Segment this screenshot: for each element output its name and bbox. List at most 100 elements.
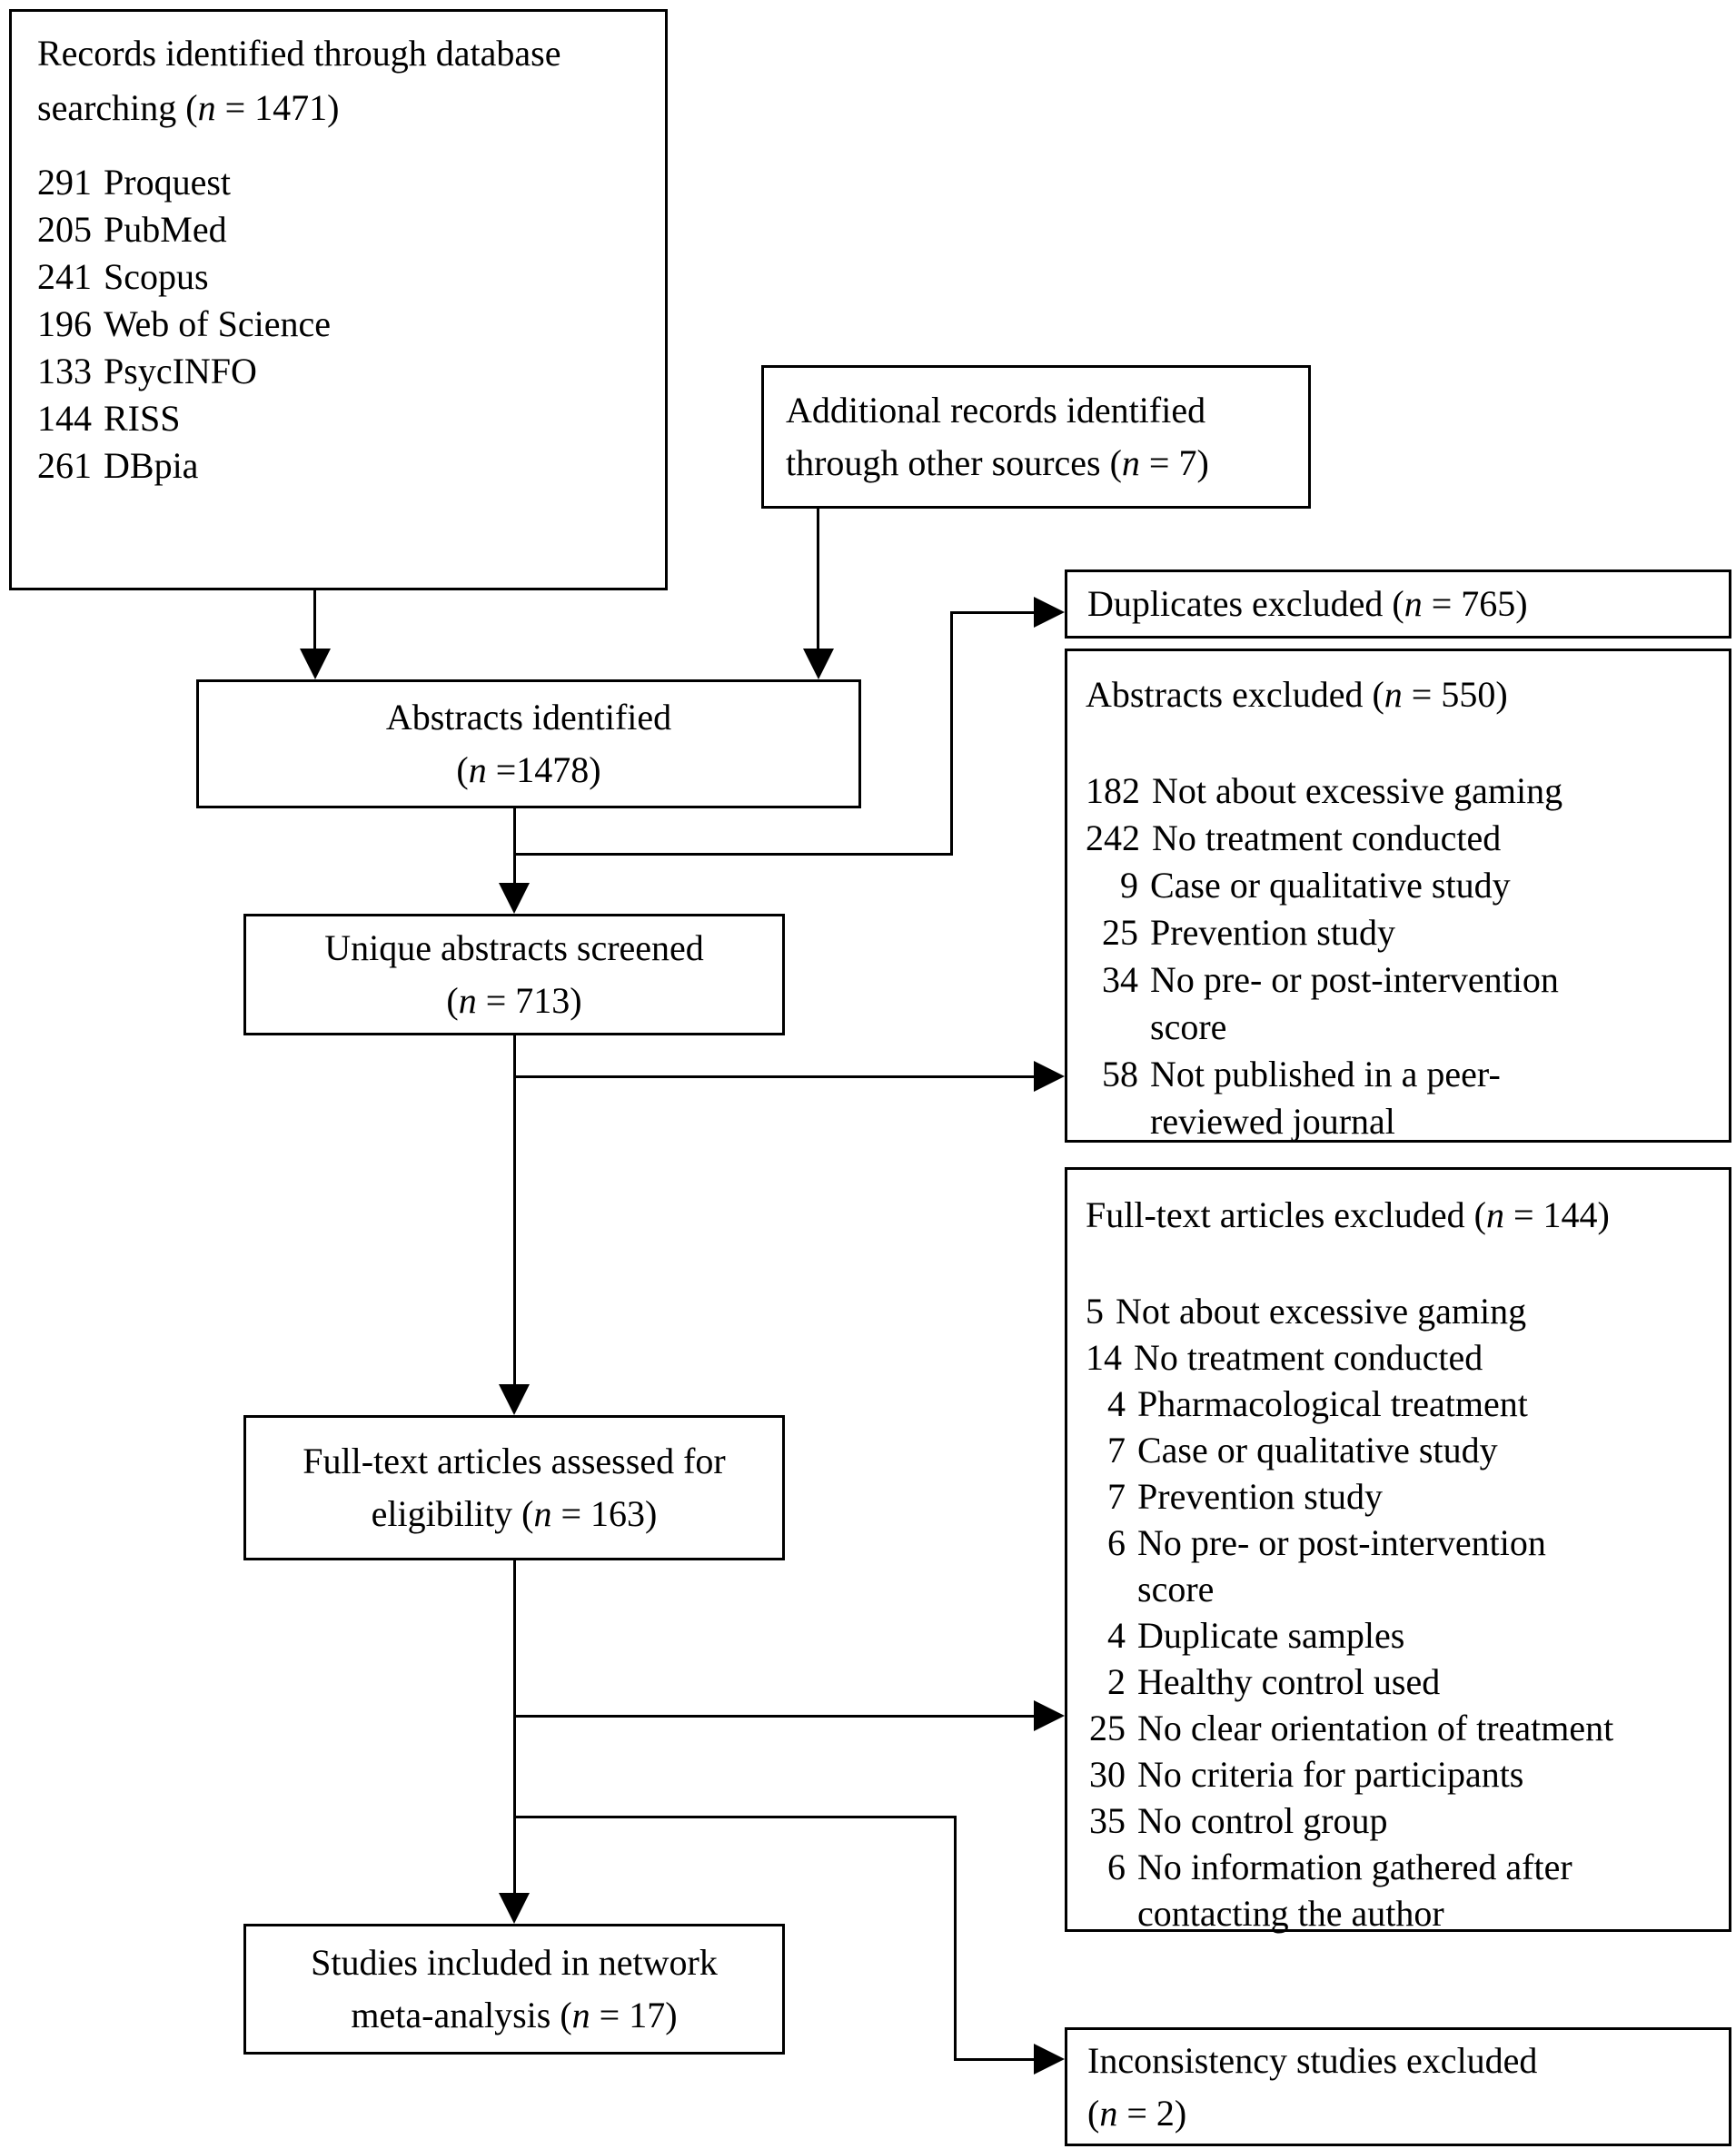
line-abstracts-to-unique bbox=[513, 808, 516, 886]
assessed-line2: eligibility (n = 163) bbox=[371, 1493, 658, 1534]
box-additional-records: Additional records identified through ot… bbox=[761, 365, 1311, 509]
arrowhead-into-abstracts-right-icon bbox=[803, 649, 834, 679]
item-count: 4 bbox=[1107, 1615, 1126, 1656]
arrowhead-into-duplicates-icon bbox=[1034, 597, 1065, 628]
additional-line2: through other sources (n = 7) bbox=[786, 442, 1209, 483]
item-text: Web of Science bbox=[104, 303, 331, 344]
item-text: No treatment conducted bbox=[1152, 817, 1502, 858]
item-text: Case or qualitative study bbox=[1150, 865, 1511, 906]
line-branch-inconsistency-riser bbox=[954, 1816, 957, 2061]
included-line1: Studies included in network bbox=[311, 1942, 718, 1983]
item-text: Prevention study bbox=[1150, 912, 1395, 953]
item-text: Not about excessive gaming bbox=[1152, 770, 1563, 811]
item-count: 9 bbox=[1120, 865, 1138, 906]
item-text: No criteria for participants bbox=[1137, 1754, 1524, 1795]
item-text: Proquest bbox=[104, 162, 231, 203]
arrowhead-into-included-icon bbox=[499, 1893, 530, 1924]
line-unique-to-assessed bbox=[513, 1035, 516, 1390]
item-text: Not about excessive gaming bbox=[1116, 1291, 1527, 1332]
item-text: Scopus bbox=[104, 256, 209, 297]
unique-screened-line2: (n = 713) bbox=[446, 980, 582, 1021]
item-text: Case or qualitative study bbox=[1137, 1430, 1498, 1471]
line-assessed-to-included bbox=[513, 1560, 516, 1898]
list-item: 14 No treatment conducted bbox=[1086, 1334, 1720, 1381]
item-count: 7 bbox=[1107, 1476, 1126, 1517]
list-item: 2 Healthy control used bbox=[1086, 1659, 1720, 1705]
item-count: 182 bbox=[1086, 770, 1140, 811]
item-count: 7 bbox=[1107, 1430, 1126, 1471]
abstracts-identified-line1: Abstracts identified bbox=[385, 697, 672, 738]
line-into-duplicates bbox=[953, 611, 1036, 614]
list-item: 7 Case or qualitative study bbox=[1086, 1427, 1720, 1473]
inconsistency-line1: Inconsistency studies excluded bbox=[1087, 2039, 1538, 2081]
item-count: 58 bbox=[1102, 1054, 1138, 1094]
item-count: 35 bbox=[1089, 1800, 1126, 1841]
list-item: 261 DBpia bbox=[37, 442, 641, 490]
item-count: 6 bbox=[1107, 1522, 1126, 1563]
item-count: 2 bbox=[1107, 1661, 1126, 1702]
item-count: 30 bbox=[1089, 1754, 1126, 1795]
line-additional-to-abstracts bbox=[817, 509, 819, 650]
item-text: No control group bbox=[1137, 1800, 1388, 1841]
item-count: 14 bbox=[1086, 1337, 1122, 1378]
item-count: 261 bbox=[37, 445, 92, 486]
records-title-line2: searching (n = 1471) bbox=[37, 87, 340, 128]
line-into-inconsistency bbox=[957, 2058, 1036, 2061]
item-text: Prevention study bbox=[1137, 1476, 1383, 1517]
item-count: 6 bbox=[1107, 1847, 1126, 1887]
item-count: 241 bbox=[37, 256, 92, 297]
item-text: Duplicate samples bbox=[1137, 1615, 1405, 1656]
arrowhead-into-unique-icon bbox=[499, 883, 530, 914]
line-into-abstracts-excluded bbox=[516, 1075, 1036, 1078]
arrowhead-into-assessed-icon bbox=[499, 1384, 530, 1415]
box-abstracts-identified: Abstracts identified (n =1478) bbox=[196, 679, 861, 808]
additional-line1: Additional records identified bbox=[786, 390, 1206, 431]
item-text: No treatment conducted bbox=[1134, 1337, 1483, 1378]
item-count: 5 bbox=[1086, 1291, 1104, 1332]
list-item: 35 No control group bbox=[1086, 1797, 1720, 1844]
box-duplicates-excluded: Duplicates excluded (n = 765) bbox=[1065, 569, 1731, 639]
line-into-fulltext-excluded bbox=[516, 1715, 1036, 1718]
list-item: 196 Web of Science bbox=[37, 301, 641, 348]
item-count: 34 bbox=[1102, 959, 1138, 1000]
item-count: 144 bbox=[37, 398, 92, 439]
records-title-line1: Records identified through database bbox=[37, 33, 561, 74]
box-fulltext-assessed: Full-text articles assessed for eligibil… bbox=[243, 1415, 785, 1560]
list-item: 9 Case or qualitative study bbox=[1086, 862, 1720, 909]
list-item: 4 Pharmacological treatment bbox=[1086, 1381, 1720, 1427]
line-branch-inconsistency-horizontal bbox=[516, 1816, 957, 1818]
arrowhead-into-abstracts-left-icon bbox=[300, 649, 331, 679]
item-text: PsycINFO bbox=[104, 351, 257, 391]
item-count: 196 bbox=[37, 303, 92, 344]
item-count: 4 bbox=[1107, 1383, 1126, 1424]
duplicates-label: Duplicates excluded (n = 765) bbox=[1087, 583, 1528, 624]
item-text: DBpia bbox=[104, 445, 199, 486]
list-item: 182 Not about excessive gaming bbox=[1086, 768, 1720, 815]
box-records-identified: Records identified through database sear… bbox=[9, 9, 668, 590]
line-records-to-abstracts bbox=[313, 590, 316, 650]
box-studies-included: Studies included in network meta-analysi… bbox=[243, 1924, 785, 2055]
abstracts-identified-line2: (n =1478) bbox=[456, 749, 601, 790]
assessed-line1: Full-text articles assessed for bbox=[303, 1441, 726, 1481]
fulltext-excluded-list: 5 Not about excessive gaming 14 No treatme… bbox=[1086, 1288, 1720, 1936]
arrowhead-into-abstracts-excluded-icon bbox=[1034, 1061, 1065, 1092]
item-text: Pharmacological treatment bbox=[1137, 1383, 1528, 1424]
fulltext-excluded-title: Full-text articles excluded (n = 144) bbox=[1086, 1194, 1610, 1235]
item-text: Healthy control used bbox=[1137, 1661, 1441, 1702]
list-item: 4 Duplicate samples bbox=[1086, 1612, 1720, 1659]
box-unique-abstracts-screened: Unique abstracts screened (n = 713) bbox=[243, 914, 785, 1035]
